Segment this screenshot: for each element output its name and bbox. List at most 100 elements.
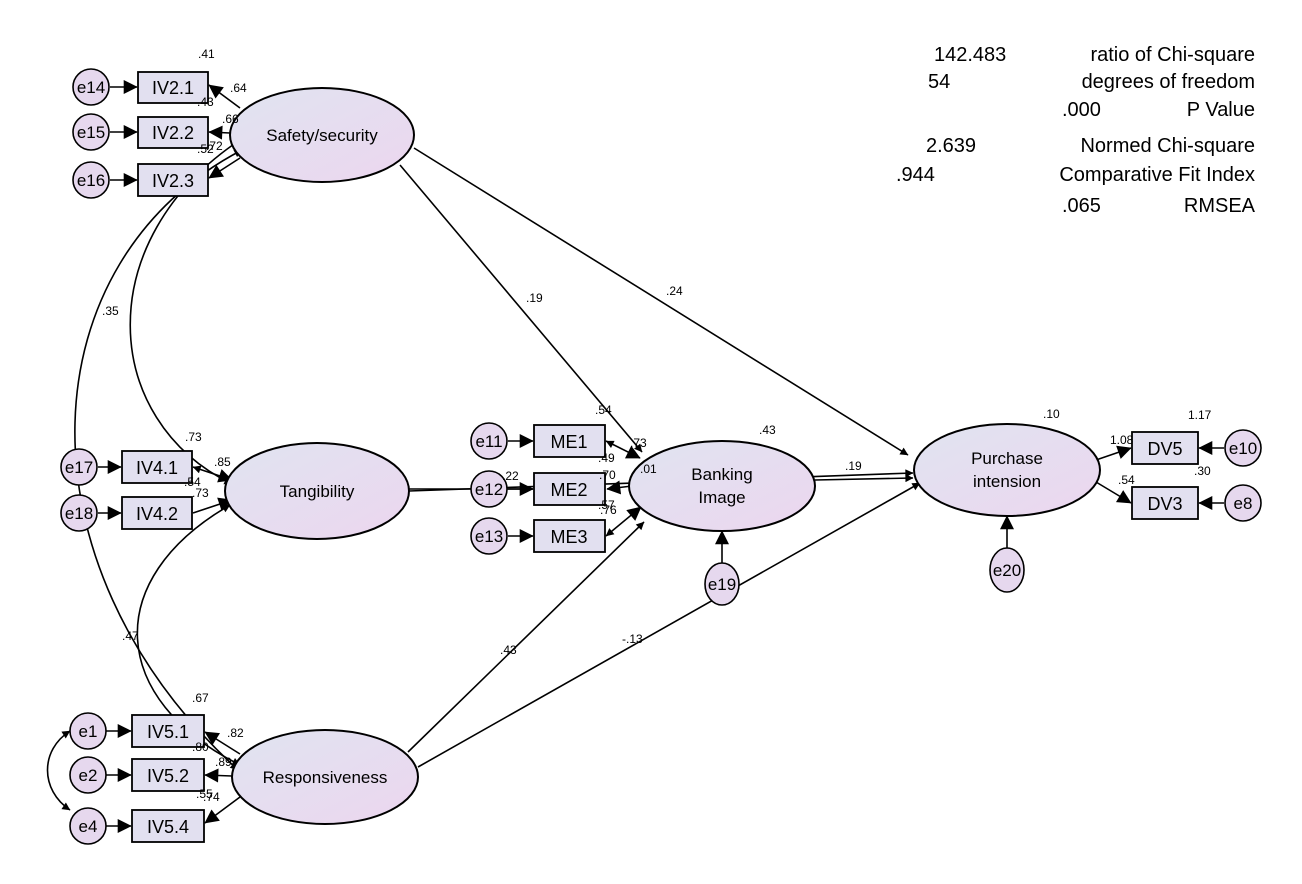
coef-r2-iv21: .41 (198, 47, 215, 61)
latent-banking-label-line1: Banking (691, 465, 752, 484)
indicator-me3: ME3 (533, 519, 606, 553)
svg-text:IV4.2: IV4.2 (136, 504, 178, 524)
latent-tangibility: Tangibility (224, 442, 410, 540)
coef-cov-tangibility-responsiveness: .47 (122, 629, 139, 643)
latent-responsiveness: Responsiveness (231, 729, 419, 825)
svg-text:e15: e15 (77, 123, 105, 142)
indicator-iv42: IV4.2 (121, 496, 193, 530)
path-tangibility-iv42 (192, 497, 233, 514)
coef-l-iv21: .64 (230, 81, 247, 95)
coef-tangibility-banking: .01 (640, 462, 657, 476)
indicator-iv21: IV2.1 (137, 71, 209, 104)
path-responsiveness-to-banking (407, 521, 645, 753)
fit-stat-value: 54 (928, 71, 950, 93)
path-safety-to-purchase (413, 147, 909, 456)
latent-safety-security: Safety/security (229, 87, 415, 183)
svg-text:IV5.2: IV5.2 (147, 766, 189, 786)
error-e14: e14 (72, 68, 110, 106)
fit-stat-value: 2.639 (926, 135, 976, 157)
error-e17: e17 (60, 448, 98, 486)
coef-cov-safety-tangibility: .35 (102, 304, 119, 318)
coef-l-iv51: .82 (227, 726, 244, 740)
svg-text:e4: e4 (79, 817, 98, 836)
svg-text:e12: e12 (475, 480, 503, 499)
error-e19: e19 (704, 562, 740, 606)
latent-purchase-intension: Purchase intension (913, 423, 1101, 517)
svg-text:e20: e20 (993, 561, 1021, 580)
coef-l-dv5: 1.08 (1110, 433, 1134, 447)
error-e11: e11 (470, 422, 508, 460)
error-e1: e1 (69, 712, 107, 750)
path-safety-iv22 (208, 125, 231, 140)
path-safety-iv23 (208, 157, 241, 179)
coef-tangibility-me2: .22 (502, 469, 519, 483)
svg-text:IV5.4: IV5.4 (147, 817, 189, 837)
path-safety-to-banking (399, 164, 643, 453)
coef-r2-me3: .57 (598, 498, 615, 512)
coef-banking-purchase: .19 (845, 459, 862, 473)
latent-safety-label: Safety/security (266, 126, 378, 145)
svg-text:IV2.1: IV2.1 (152, 78, 194, 98)
cov-e1-e4-path (46, 730, 71, 811)
fit-stat-value: .944 (896, 164, 935, 186)
error-e8: e8 (1224, 484, 1262, 522)
error-e4: e4 (69, 807, 107, 845)
coef-r2-iv52: .80 (192, 740, 209, 754)
fit-stat-value: 142.483 (934, 44, 1006, 66)
svg-text:e18: e18 (65, 504, 93, 523)
latent-tangibility-label: Tangibility (280, 482, 355, 501)
path-responsiveness-iv52 (204, 768, 233, 783)
svg-text:e8: e8 (1234, 494, 1253, 513)
path-banking-me1 (605, 440, 641, 459)
path-banking-me3 (605, 506, 642, 537)
indicator-iv23: IV2.3 (137, 163, 209, 197)
svg-text:e19: e19 (708, 575, 736, 594)
error-e18: e18 (60, 494, 98, 532)
coef-l-iv23: .72 (206, 139, 223, 153)
error-e12: e12 (470, 470, 508, 508)
coef-r2-purchase: .10 (1043, 407, 1060, 421)
svg-text:DV3: DV3 (1147, 494, 1182, 514)
latent-purchase-label-line1: Purchase (971, 449, 1043, 468)
svg-text:IV5.1: IV5.1 (147, 722, 189, 742)
latent-purchase-label-line2: intension (973, 472, 1041, 491)
cov-safety-responsiveness-path (74, 149, 243, 771)
indicator-iv22: IV2.2 (137, 116, 209, 149)
path-purchase-dv5 (1095, 445, 1132, 461)
coef-l-me3: .76 (600, 503, 617, 517)
svg-text:e13: e13 (475, 527, 503, 546)
svg-text:e10: e10 (1229, 439, 1257, 458)
indicator-iv51: IV5.1 (131, 714, 205, 748)
indicator-dv5: DV5 (1131, 431, 1199, 465)
svg-text:e11: e11 (475, 432, 502, 451)
latent-banking-label-line2: Image (698, 488, 745, 507)
indicator-iv41: IV4.1 (121, 450, 193, 484)
coef-r2-iv51: .67 (192, 691, 209, 705)
coef-responsiveness-banking: .43 (500, 643, 517, 657)
svg-text:e1: e1 (79, 722, 98, 741)
coef-r2-me1: .54 (595, 403, 612, 417)
error-e10: e10 (1224, 429, 1262, 467)
error-e20: e20 (989, 547, 1025, 593)
svg-text:ME2: ME2 (550, 480, 587, 500)
path-responsiveness-iv54 (204, 796, 241, 824)
coef-l-iv52: .89 (215, 755, 232, 769)
indicator-me1: ME1 (533, 424, 606, 458)
fit-stat-label: Normed Chi-square (1080, 135, 1255, 157)
error-e2: e2 (69, 756, 107, 794)
latent-banking-image: Banking Image (628, 440, 816, 532)
coef-r2-iv23: .52 (197, 142, 214, 156)
coef-r2-iv41: .73 (185, 430, 202, 444)
coef-l-iv22: .66 (222, 112, 239, 126)
coef-l-iv54: .74 (203, 790, 220, 804)
coef-l-iv42: .73 (192, 486, 209, 500)
latent-responsiveness-label: Responsiveness (263, 768, 388, 787)
coef-l-me1: .73 (630, 436, 647, 450)
fit-stat-value: .065 (1062, 195, 1101, 217)
error-e15: e15 (72, 113, 110, 151)
fit-stat-label: degrees of freedom (1082, 71, 1255, 93)
svg-text:IV2.3: IV2.3 (152, 171, 194, 191)
indicator-iv52: IV5.2 (131, 758, 205, 792)
path-responsiveness-iv51 (204, 731, 241, 755)
